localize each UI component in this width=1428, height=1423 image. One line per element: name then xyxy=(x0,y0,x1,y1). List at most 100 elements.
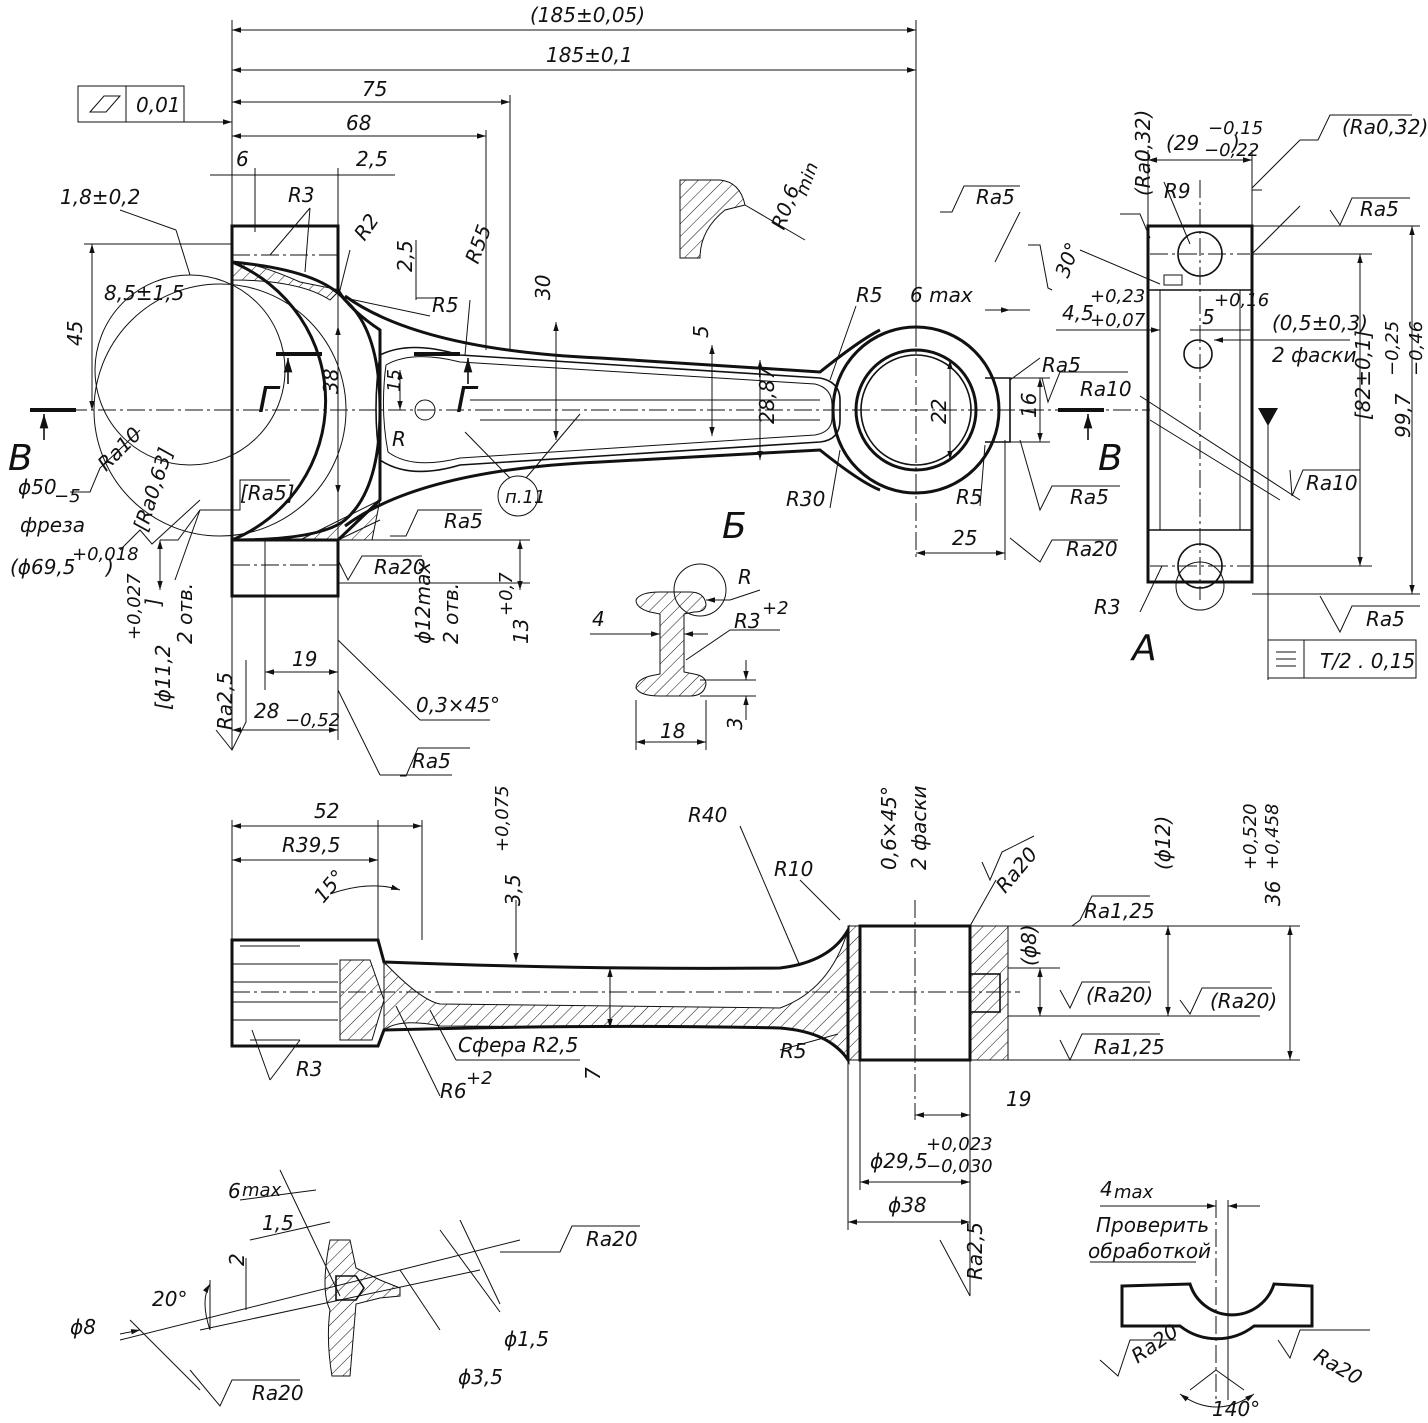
dim-2-5-vert: 2,5 xyxy=(393,240,417,272)
bolt-check-2: обработкой xyxy=(1088,1239,1211,1263)
phi50-tol: −5 xyxy=(54,486,81,507)
dim-0-5: (0,5±0,3) xyxy=(1272,311,1368,335)
ra5-e: Ra5 xyxy=(1360,197,1399,221)
dim-3: 3 xyxy=(723,717,747,730)
phi69-tol: +0,018 xyxy=(72,544,139,565)
radius-r6-tol: +2 xyxy=(466,1068,493,1089)
dim-29-tol-up: −0,15 xyxy=(1208,118,1263,139)
dim-4: 4 xyxy=(592,607,605,631)
section-b-right: В xyxy=(1098,438,1123,479)
dim-4-5: 4,5 xyxy=(1062,301,1094,325)
dim-99-dn: −0,46 xyxy=(1406,321,1427,376)
oil-phi3-5: ϕ3,5 xyxy=(458,1365,503,1389)
phi29-dn: −0,030 xyxy=(926,1156,993,1177)
dim-99-up: −0,25 xyxy=(1382,321,1403,376)
radius-r9: R9 xyxy=(1164,179,1191,203)
dim-28-87: 28,87 xyxy=(755,366,779,424)
ra063: [Ra0,63] xyxy=(128,445,177,534)
dim-phi12max: ϕ12max xyxy=(411,562,435,644)
dim-19-bottom: 19 xyxy=(1006,1087,1031,1111)
dim-5-side: 5 xyxy=(1202,305,1215,329)
top-view: (185±0,05) 185±0,1 75 68 6 2,5 0,01 xyxy=(8,3,1150,776)
ra5-bracket: [Ra5] xyxy=(240,481,294,505)
radius-r2: R2 xyxy=(349,209,384,245)
view-a-label: А xyxy=(1130,628,1157,669)
ra20-br-b: (Ra20) xyxy=(1210,989,1277,1013)
dim-6: 6 xyxy=(236,147,249,171)
phi11-tol: +0,027 xyxy=(124,573,145,640)
ra20-bottom-a: Ra20 xyxy=(991,842,1043,897)
ra2-5-a: Ra2,5 xyxy=(213,672,237,730)
dim-25: 25 xyxy=(952,526,977,550)
ra20-br-a: (Ra20) xyxy=(1086,983,1153,1007)
sphere-r2-5: Сфера R2,5 xyxy=(458,1033,578,1057)
roughness-marks-top: Ra5 Ra5 Ra10 Ra5 Ra20 Ra10 Ra5 Ra5 (Ra0,… xyxy=(70,110,1428,777)
dim-52: 52 xyxy=(314,799,339,823)
dim-4-5-up: +0,23 xyxy=(1090,286,1145,307)
radius-r: R xyxy=(392,427,406,451)
section-g-right: Г xyxy=(456,380,479,421)
dim-28-tol: −0,52 xyxy=(285,710,340,731)
flatness-value: 0,01 xyxy=(136,93,181,117)
dim-6max: 6 max xyxy=(910,283,973,307)
chamfer-0-3: 0,3×45° xyxy=(416,693,500,717)
symmetry-frame: T/2 . 0,15 xyxy=(1267,639,1417,679)
dim-185: 185±0,1 xyxy=(546,43,633,67)
dim-28: 28 xyxy=(254,699,279,723)
dim-4-5-dn: +0,07 xyxy=(1090,310,1146,331)
roughness-marks-bottom: Ra20 Ra1,25 (Ra20) (Ra20) Ra1,25 Ra2,5 R… xyxy=(189,835,1370,1407)
chamfer-0-6: 0,6×45° xyxy=(877,786,901,870)
dim-18: 18 xyxy=(660,719,685,743)
radius-r39-5: R39,5 xyxy=(282,833,340,857)
dim-29: (29 xyxy=(1166,131,1199,155)
bolt-seat-detail: 4 max Проверить обработкой 140° xyxy=(1088,1177,1314,1421)
phi69: (ϕ69,5 xyxy=(10,555,76,579)
dim-45: 45 xyxy=(63,321,87,346)
side-view: (29 −0,15 −0,22 ) R9 R3 30° 4,5 +0,23 +0… xyxy=(1050,118,1427,680)
shank xyxy=(40,294,1150,528)
phi29-5: ϕ29,5 xyxy=(870,1149,928,1173)
ra5-c: Ra5 xyxy=(1070,485,1109,509)
bolt-dim-4-sub: max xyxy=(1114,1182,1154,1203)
dim-29-close: ) xyxy=(1230,131,1240,155)
dim-3-5-tol: +0,075 xyxy=(492,785,513,852)
flatness-frame: 0,01 xyxy=(77,85,185,123)
ra1-25-b: Ra1,25 xyxy=(1094,1035,1165,1059)
dim-75: 75 xyxy=(362,77,387,101)
ra20-bolt-b: Ra20 xyxy=(1310,1343,1367,1390)
radius-r10: R10 xyxy=(774,857,813,881)
oil-phi8: ϕ8 xyxy=(70,1315,96,1339)
bottom-view: 52 R39,5 15° 3,5 +0,075 R40 R10 R5 R3 R6… xyxy=(230,785,1300,1230)
ra1-25-a: Ra1,25 xyxy=(1084,899,1155,923)
ra20-b: Ra20 xyxy=(374,555,426,579)
phi8-bottom: (ϕ8) xyxy=(1017,924,1041,966)
bolt-angle-140: 140° xyxy=(1212,1397,1260,1421)
oil-hole xyxy=(1183,339,1213,369)
radius-r3-bottom: R3 xyxy=(296,1057,323,1081)
dim-8-5: 8,5±1,5 xyxy=(104,281,184,305)
dim-36-dn: +0,458 xyxy=(1262,803,1283,870)
dim-22: 22 xyxy=(927,399,951,424)
dim-13: 13 xyxy=(509,619,533,644)
ra10-b: Ra10 xyxy=(1306,471,1358,495)
radius-r5-bottom: R5 xyxy=(780,1039,807,1063)
dim-15: 15 xyxy=(384,369,405,392)
dim-36: 36 xyxy=(1261,881,1285,906)
section-b-left: В xyxy=(8,438,33,479)
dim-99: 99,7 xyxy=(1391,393,1415,438)
oil-phi1-5: ϕ1,5 xyxy=(504,1327,549,1351)
side-dimension-lines xyxy=(1056,150,1420,680)
oil-dim-2: 2 xyxy=(225,1253,249,1266)
phi11: [ϕ11,2 xyxy=(151,644,175,710)
ra032-b: (Ra0,32) xyxy=(1131,110,1155,196)
phi38: ϕ38 xyxy=(888,1193,927,1217)
dim-7: 7 xyxy=(581,1067,605,1080)
ra20-a: Ra20 xyxy=(1066,537,1118,561)
view-b-label: Б xyxy=(722,506,747,547)
bolt-check-1: Проверить xyxy=(1096,1213,1209,1237)
dim-29-tol-dn: −0,22 xyxy=(1204,140,1259,161)
radius-r-ibeam: R xyxy=(738,565,752,589)
dim-5: 5 xyxy=(689,325,713,338)
ra10-a: Ra10 xyxy=(1080,377,1132,401)
